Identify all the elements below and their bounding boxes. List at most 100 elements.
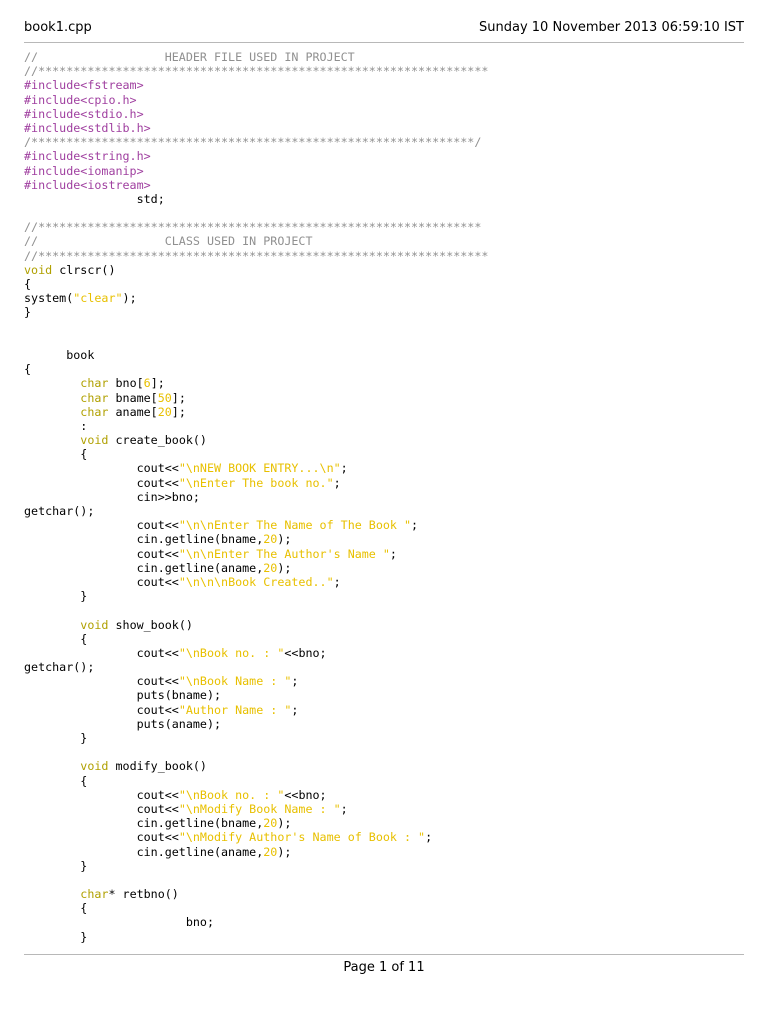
code-text: cout<< bbox=[24, 787, 179, 802]
code-text: getchar(); bbox=[24, 660, 95, 675]
code-text: } bbox=[24, 589, 88, 604]
code-text: show_book() bbox=[108, 617, 193, 632]
number-token: 20 bbox=[157, 404, 172, 419]
number-token: 20 bbox=[263, 816, 278, 831]
code-text bbox=[24, 887, 80, 901]
code-text: clrscr() bbox=[52, 262, 116, 277]
code-text: aname[ bbox=[108, 404, 158, 419]
code-line: char bno[6]; bbox=[24, 376, 488, 390]
code-line: char aname[20]; bbox=[24, 405, 488, 419]
number-token: 50 bbox=[157, 390, 172, 405]
code-text: bname[ bbox=[108, 390, 158, 405]
code-text: { bbox=[24, 277, 32, 291]
code-line: puts(aname); bbox=[24, 717, 488, 731]
code-text: { bbox=[24, 447, 88, 462]
keyword-token: void bbox=[80, 617, 109, 632]
code-text: cin.getline(bname, bbox=[24, 532, 264, 547]
string-token: "\n\n\nBook Created.." bbox=[178, 574, 334, 589]
code-line: : bbox=[24, 419, 488, 433]
keyword-token: void bbox=[80, 433, 109, 448]
code-text: ; bbox=[411, 518, 419, 533]
code-line: #include<fstream> bbox=[24, 78, 488, 92]
number-token: 20 bbox=[263, 560, 278, 575]
number-token: 20 bbox=[263, 844, 278, 859]
string-token: "\nModify Author's Name of Book : " bbox=[178, 830, 426, 845]
code-line: { bbox=[24, 901, 488, 915]
code-text: cin>>bno; bbox=[24, 489, 200, 504]
code-line: #include<cpio.h> bbox=[24, 93, 488, 107]
code-text: cout<< bbox=[24, 475, 179, 490]
page-footer: Page 1 of 11 bbox=[24, 954, 744, 975]
string-token: "Author Name : " bbox=[178, 702, 292, 717]
string-token: "clear" bbox=[73, 291, 123, 306]
code-text: ; bbox=[333, 574, 341, 589]
string-token: "\nEnter The book no." bbox=[178, 475, 334, 490]
code-text: <<bno; bbox=[284, 787, 327, 802]
code-text: getchar(); bbox=[24, 504, 95, 518]
code-line: system("clear"); bbox=[24, 291, 488, 305]
string-token: "\nModify Book Name : " bbox=[178, 801, 341, 816]
string-token: "\n\nEnter The Author's Name " bbox=[178, 546, 390, 561]
code-text: modify_book() bbox=[108, 759, 207, 774]
string-token: "\nBook Name : " bbox=[178, 674, 292, 689]
string-token: "\nBook no. : " bbox=[178, 787, 285, 802]
code-text: bno; bbox=[24, 915, 214, 930]
comment-token: //**************************************… bbox=[24, 64, 489, 79]
code-line bbox=[24, 320, 488, 334]
code-line: //**************************************… bbox=[24, 220, 488, 234]
code-text: } bbox=[24, 858, 88, 873]
code-line: cout<<"\n\nEnter The Name of The Book "; bbox=[24, 518, 488, 532]
code-text: cout<< bbox=[24, 461, 179, 476]
code-text: cin.getline(aname, bbox=[24, 560, 264, 575]
code-text: system( bbox=[24, 291, 74, 306]
code-line bbox=[24, 603, 488, 617]
code-line: #include<string.h> bbox=[24, 149, 488, 163]
code-line: puts(bname); bbox=[24, 688, 488, 702]
preprocessor-token: #include<stdio.h> bbox=[24, 106, 144, 121]
code-line: getchar(); bbox=[24, 660, 488, 674]
comment-token: // CLASS USED IN PROJECT bbox=[24, 234, 313, 249]
code-text bbox=[24, 405, 80, 419]
code-line: { bbox=[24, 447, 488, 461]
code-line: cout<<"\nBook Name : "; bbox=[24, 674, 488, 688]
code-text: cin.getline(aname, bbox=[24, 844, 264, 859]
preprocessor-token: #include<iomanip> bbox=[24, 163, 144, 178]
code-text: ); bbox=[277, 844, 292, 859]
code-text: ; bbox=[425, 830, 433, 845]
code-line: /***************************************… bbox=[24, 135, 488, 149]
code-text: <<bno; bbox=[284, 645, 327, 660]
string-token: "\nBook no. : " bbox=[178, 645, 285, 660]
code-line: void clrscr() bbox=[24, 263, 488, 277]
code-line: void create_book() bbox=[24, 433, 488, 447]
code-text: bno[ bbox=[108, 376, 144, 391]
number-token: 6 bbox=[143, 376, 151, 391]
string-token: "\n\nEnter The Name of The Book " bbox=[178, 518, 412, 533]
preprocessor-token: #include<fstream> bbox=[24, 78, 144, 93]
code-line: cin.getline(bname,20); bbox=[24, 532, 488, 546]
code-line: { bbox=[24, 632, 488, 646]
code-line bbox=[24, 334, 488, 348]
code-text: ); bbox=[277, 560, 292, 575]
code-text: ; bbox=[340, 801, 348, 816]
code-text: ]; bbox=[171, 404, 186, 419]
code-line: #include<iostream> bbox=[24, 178, 488, 192]
code-line: { bbox=[24, 362, 488, 376]
code-line: cout<<"\nBook no. : "<<bno; bbox=[24, 788, 488, 802]
comment-token: //**************************************… bbox=[24, 220, 482, 235]
code-line: cout<<"\n\n\nBook Created.."; bbox=[24, 575, 488, 589]
keyword-token: void bbox=[80, 759, 109, 774]
code-line: #include<iomanip> bbox=[24, 164, 488, 178]
code-text: cout<< bbox=[24, 574, 179, 589]
code-line: } bbox=[24, 589, 488, 603]
code-line: } bbox=[24, 930, 488, 944]
code-line: #include<stdio.h> bbox=[24, 107, 488, 121]
code-text: cout<< bbox=[24, 702, 179, 717]
code-line: #include<stdlib.h> bbox=[24, 121, 488, 135]
code-line: } bbox=[24, 859, 488, 873]
code-text: cout<< bbox=[24, 674, 179, 689]
code-text: } bbox=[24, 305, 32, 320]
code-text bbox=[24, 759, 80, 773]
keyword-token: char bbox=[80, 887, 109, 902]
keyword-token: void bbox=[24, 262, 53, 277]
code-line: char* retbno() bbox=[24, 887, 488, 901]
